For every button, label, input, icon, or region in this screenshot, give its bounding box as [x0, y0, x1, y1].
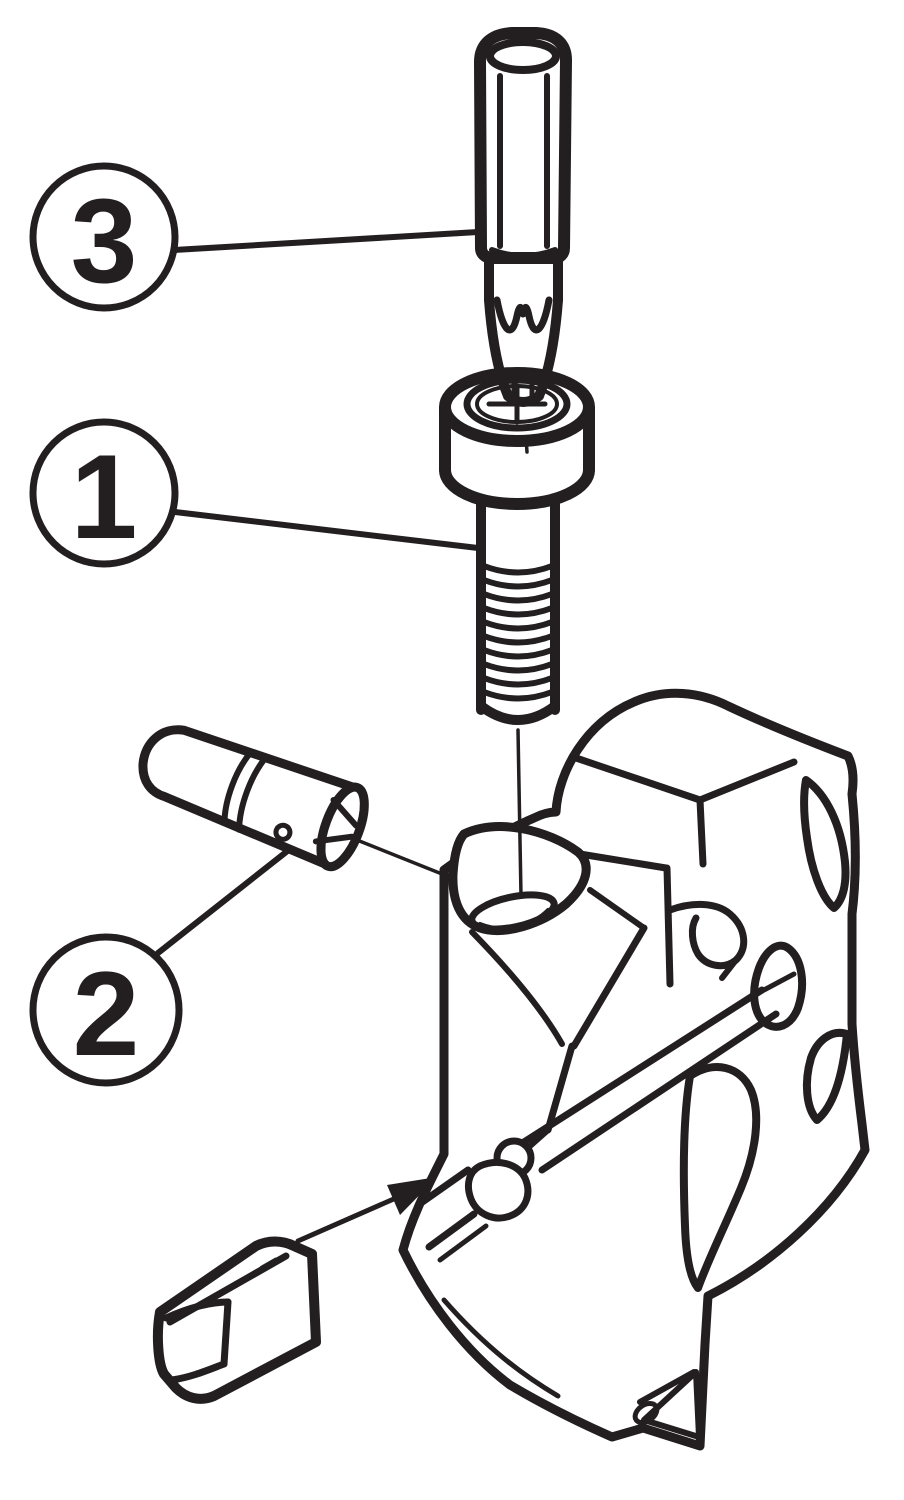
- seat-boss: [464, 1159, 532, 1222]
- callout-1-circle: [29, 418, 179, 568]
- seat-slot-line-2: [425, 1210, 478, 1251]
- screw-thread: [481, 619, 555, 632]
- insert-chipbreaker-2: [259, 1257, 279, 1271]
- key-tip-arc: [503, 391, 544, 407]
- clamp-edge: [576, 850, 670, 872]
- pin-body: [138, 725, 363, 870]
- screw-thread: [481, 577, 555, 590]
- insertion-arrow: [295, 1177, 437, 1244]
- seat-diagonal: [544, 1042, 576, 1134]
- callout-1-leader: [172, 509, 481, 551]
- clamp-slot-top: [587, 887, 647, 931]
- clamp-front-edge: [663, 864, 674, 988]
- mid-right-crescent-hole: [803, 1028, 851, 1124]
- clamp-screw: [439, 367, 595, 725]
- key-taper-left: [484, 295, 513, 401]
- callout-3-leader: [171, 229, 481, 253]
- screw-thread: [481, 689, 555, 702]
- insert-left-face-bottom: [168, 1360, 228, 1384]
- callout-3-label: 3: [71, 174, 138, 308]
- counterbore-inner-arc: [478, 908, 550, 931]
- callout-2-leader: [155, 846, 293, 956]
- tool-holder-body: [398, 688, 870, 1451]
- screw-thread: [481, 647, 555, 660]
- bottom-notch-line: [637, 1369, 697, 1405]
- screw-tip: [476, 701, 560, 725]
- key-shank-bottom-arc: [489, 247, 558, 259]
- callout-1-label: 1: [71, 430, 138, 564]
- screw-axis-line: [516, 728, 523, 898]
- cutting-insert: [152, 1236, 321, 1404]
- seat-slot-line-3: [437, 1223, 489, 1263]
- bottom-notch-ellipse: [632, 1400, 660, 1426]
- callout-2: 2: [29, 846, 293, 1087]
- torx-socket-ring-outer: [463, 376, 571, 432]
- insert-face-divider: [220, 1298, 232, 1368]
- rod-lower-line: [538, 1010, 780, 1174]
- key-torx-profile: [493, 296, 553, 334]
- torx-key: [474, 27, 572, 407]
- screw-head-bottom: [439, 464, 595, 510]
- seat-diagonal-end: [527, 1127, 551, 1149]
- rod-upper-line: [520, 986, 766, 1146]
- pin-end-face: [316, 782, 369, 872]
- screw-thread: [481, 661, 555, 674]
- lock-pin: [138, 725, 369, 872]
- front-teardrop-hole: [679, 1063, 761, 1292]
- bottom-notch-triangle: [641, 1369, 702, 1440]
- clamp-nose-tail: [719, 957, 739, 981]
- callout-3-circle: [29, 162, 179, 312]
- seat-slot-line-1: [417, 1166, 472, 1207]
- pin-groove-2: [236, 753, 270, 833]
- holder-top-joint: [696, 796, 707, 868]
- top-right-crescent-hole: [800, 776, 850, 912]
- arrow-shaft: [295, 1195, 399, 1244]
- pin-axis-line: [350, 836, 454, 880]
- screw-thread: [481, 591, 555, 604]
- screw-thread: [481, 605, 555, 618]
- key-taper-right: [534, 295, 563, 401]
- pin-slot-upper: [330, 796, 359, 829]
- pin-slot-lower: [312, 833, 355, 845]
- pin-cross-hole: [273, 822, 293, 842]
- insert-silhouette: [152, 1236, 321, 1404]
- pin-hole-line: [761, 971, 797, 993]
- screw-thread: [481, 675, 555, 688]
- key-top-opening: [486, 38, 560, 74]
- pin-groove-1: [221, 749, 255, 827]
- pocket-slot-line: [469, 929, 565, 1047]
- insert-left-face-top: [162, 1298, 232, 1322]
- callout-1: 1: [29, 418, 481, 568]
- callout-2-circle: [29, 933, 183, 1087]
- callout-3: 3: [29, 162, 481, 312]
- arrow-head: [387, 1177, 437, 1215]
- callout-2-label: 2: [73, 947, 140, 1081]
- screw-thread: [481, 633, 555, 646]
- insert-chipbreaker-1: [233, 1269, 259, 1287]
- bottom-inner-edge: [441, 1297, 561, 1399]
- clamp-slot-diagonal: [570, 924, 648, 1050]
- screw-thread: [481, 563, 555, 576]
